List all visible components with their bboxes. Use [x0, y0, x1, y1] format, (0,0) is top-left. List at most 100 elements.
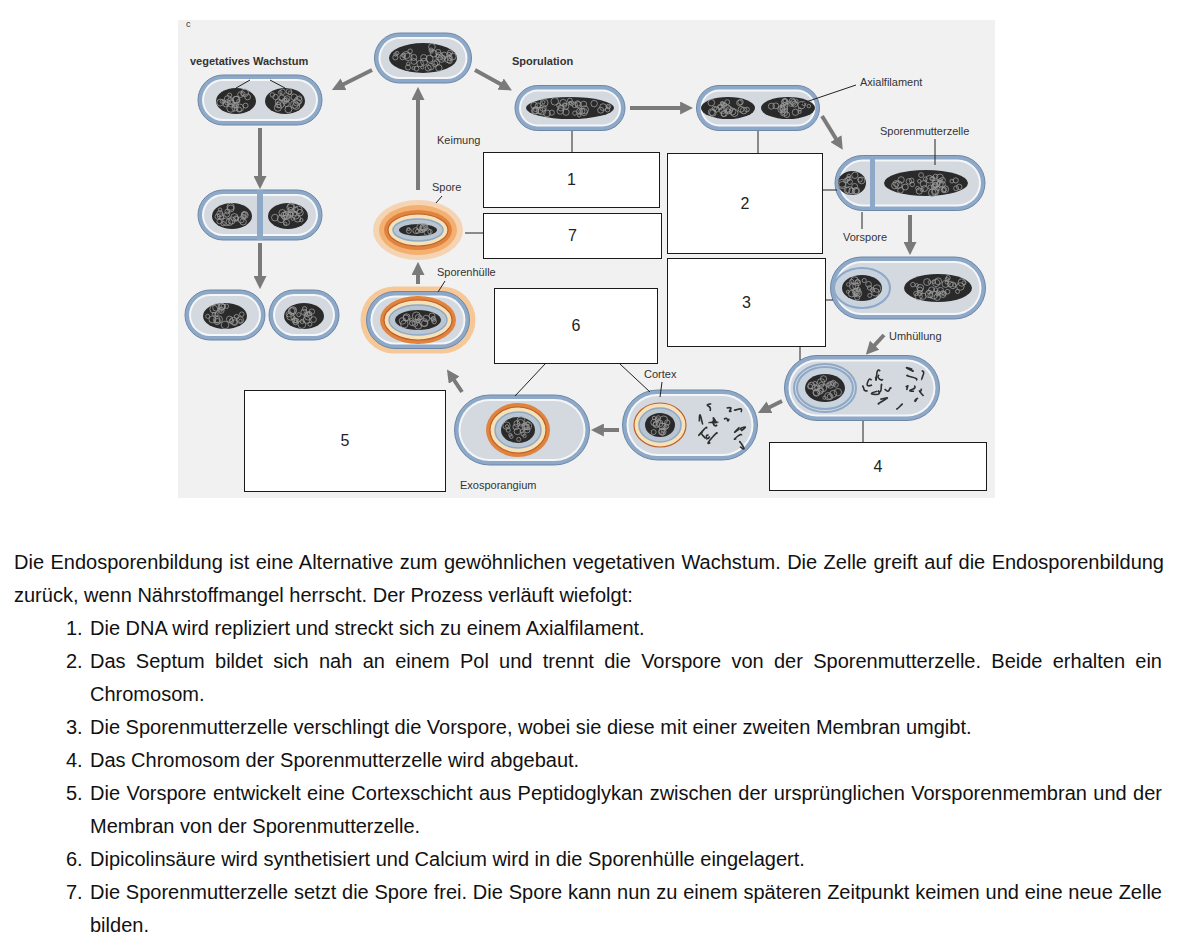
degraded-dna	[878, 384, 882, 391]
figure-label: Sporulation	[512, 55, 573, 68]
degraded-dna	[906, 368, 913, 372]
core	[495, 412, 541, 448]
chromosome-loop	[532, 108, 538, 114]
outer-membrane	[794, 364, 856, 412]
step-text: Die Sporenmutterzelle verschlingt die Vo…	[90, 716, 972, 738]
chromosome-loop	[407, 228, 410, 231]
chromosome-loop	[867, 286, 871, 290]
degraded-dna	[740, 442, 744, 449]
chromosome-loop	[930, 291, 938, 299]
spore-coat	[486, 403, 550, 457]
chromosome-loop	[213, 316, 220, 323]
list-number: 7.	[66, 876, 83, 909]
process-arrow	[258, 243, 262, 280]
figure-label: Umhüllung	[889, 330, 942, 343]
chromosome-loop	[415, 314, 421, 320]
chromosome	[904, 274, 972, 302]
chromosome-loop	[215, 214, 220, 219]
figure-label: Spore	[432, 181, 461, 194]
cell-membrane	[189, 294, 261, 336]
chromosome-loop	[827, 382, 834, 389]
chromosome-loop	[953, 178, 958, 183]
chromosome-loop	[807, 104, 811, 108]
chromosome-loop	[435, 49, 441, 55]
chromosome-loop	[665, 420, 670, 425]
cell-membrane	[379, 37, 468, 79]
chromosome-loop	[404, 53, 412, 61]
cell-membrane	[839, 160, 981, 207]
chromosome-loop	[236, 104, 244, 112]
chromosome-loop	[651, 419, 657, 425]
leader-line	[436, 196, 442, 203]
chromosome-loop	[560, 99, 567, 106]
chromosome	[268, 203, 308, 229]
chromosome-loop	[838, 179, 846, 187]
spore-coat	[380, 296, 456, 344]
chromosome-loop	[298, 321, 306, 329]
step-item: 7.Die Sporenmutterzelle setzt die Spore …	[90, 876, 1162, 942]
cortex	[634, 403, 686, 447]
chromosome-loop	[942, 187, 946, 191]
chromosome-loop	[206, 314, 210, 318]
chromosome-loop	[414, 66, 419, 71]
step-item: 5.Die Vorspore entwickelt eine Cortexsch…	[90, 777, 1162, 843]
chromosome-loop	[729, 108, 736, 115]
chromosome-loop	[283, 219, 289, 225]
chromosome	[399, 224, 437, 236]
step-list: 1.Die DNA wird repliziert und streckt si…	[90, 612, 1162, 942]
process-arrow	[416, 96, 420, 190]
cytoplasm	[461, 401, 584, 459]
leader-line	[863, 421, 864, 442]
cytoplasm	[381, 39, 466, 77]
chromosome-loop	[526, 422, 530, 426]
degraded-dna	[885, 388, 892, 391]
chromosome-loop	[850, 279, 854, 283]
chromosome-loop	[551, 98, 559, 106]
callout-number: 7	[568, 227, 577, 245]
chromosome-loop	[786, 101, 789, 104]
degraded-dna	[910, 386, 915, 391]
cortex	[388, 214, 448, 246]
chromosome-loop	[294, 97, 302, 105]
cell-wall	[515, 86, 625, 131]
degraded-dna	[707, 404, 711, 411]
forespore	[834, 268, 890, 308]
chromosome-loop	[895, 181, 902, 188]
number-box: 2	[667, 153, 823, 254]
cell-wall	[375, 33, 472, 83]
chromosome-loop	[230, 317, 237, 324]
callout-number: 4	[874, 458, 883, 476]
chromosome-loop	[542, 101, 545, 104]
chromosome-loop	[517, 419, 524, 426]
cell-membrane	[701, 90, 816, 127]
chromosome-loop	[923, 177, 927, 181]
chromosome-loop	[958, 279, 965, 286]
degraded-dna	[915, 398, 918, 401]
chromosome-loop	[862, 278, 866, 282]
chromosome-loop	[273, 94, 278, 99]
chromosome-loop	[737, 100, 743, 106]
chromosome	[805, 374, 845, 402]
cell-membrane	[202, 79, 318, 121]
chromosome-loop	[815, 386, 819, 390]
degraded-dna	[876, 370, 880, 380]
chromosome-loop	[916, 186, 920, 190]
leader-line	[438, 281, 445, 292]
degraded-dna	[735, 427, 740, 432]
degraded-dna	[735, 409, 742, 412]
chromosome-loop	[517, 437, 521, 441]
list-number: 4.	[66, 744, 83, 777]
chromosome-loop	[241, 89, 248, 96]
spore-coat	[384, 210, 452, 250]
chromosome-loop	[600, 104, 607, 111]
chromosome	[203, 303, 247, 329]
process-arrow	[340, 70, 372, 86]
chromosome-loop	[429, 44, 436, 51]
intro-paragraph: Die Endosporenbildung ist eine Alternati…	[14, 546, 1164, 612]
figure-label: Sporenhülle	[437, 266, 496, 279]
chromosome	[389, 43, 457, 73]
process-arrow	[258, 128, 262, 180]
process-arrow	[475, 70, 504, 86]
figure-label: Axialfilament	[860, 76, 922, 89]
